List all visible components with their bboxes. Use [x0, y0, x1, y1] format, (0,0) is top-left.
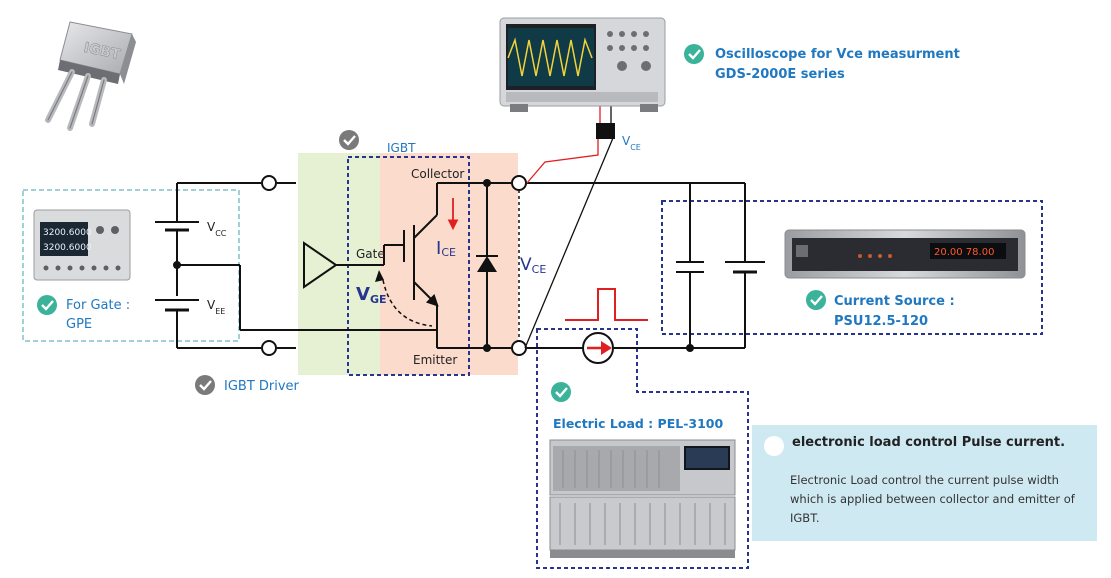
check-icon-gate	[37, 295, 57, 315]
current-meter-symbol	[582, 332, 614, 364]
check-icon-driver	[195, 375, 215, 395]
check-icon-igbt	[339, 130, 359, 150]
vcc-battery-symbol	[155, 221, 199, 232]
vge-arrowhead	[375, 270, 384, 282]
note-title: electronic load control Pulse current.	[792, 435, 1066, 450]
igbt-transistor-symbol	[403, 214, 439, 330]
driver-amplifier-symbol	[303, 241, 338, 289]
oscilloscope-label-line2: GDS-2000E series	[715, 67, 845, 82]
check-icon-current-source	[806, 290, 826, 310]
vge-label: VGE	[356, 284, 386, 306]
vce-main-label: VCE	[520, 255, 546, 276]
emitter-label: Emitter	[413, 353, 457, 367]
psu-power-supply-image: 20.00 78.00	[784, 229, 1026, 279]
igbt-package-label: IGBT	[82, 40, 122, 63]
probe-black-wire	[524, 137, 614, 349]
vge-arc	[382, 279, 433, 327]
gpe-readout-bottom: 3200.6000	[43, 243, 92, 253]
probe-connector	[596, 123, 615, 139]
check-icon-electric-load	[551, 382, 571, 402]
note-bullet-icon	[764, 436, 784, 456]
oscilloscope-image	[499, 17, 666, 112]
psu-readout: 20.00 78.00	[934, 247, 994, 258]
gate-label: Gate	[356, 247, 385, 261]
igbt-label: IGBT	[387, 141, 416, 155]
vee-battery-symbol	[155, 299, 199, 312]
probe-red-wire	[526, 138, 599, 184]
for-gate-label-line2: GPE	[66, 317, 92, 332]
igbt-zone	[380, 153, 518, 375]
igbt-package-icon: IGBT	[45, 21, 136, 131]
check-icon-oscilloscope	[684, 44, 704, 64]
pulse-waveform	[565, 288, 648, 321]
freewheel-diode-symbol	[476, 255, 498, 272]
pel-electronic-load-image	[549, 439, 736, 558]
igbt-driver-label: IGBT Driver	[224, 379, 300, 394]
junction-dots	[173, 179, 694, 352]
electric-load-box	[536, 328, 749, 569]
oscilloscope-label-line1: Oscilloscope for Vce measurment	[715, 47, 960, 62]
current-source-battery-symbol	[725, 261, 765, 274]
note-box: electronic load control Pulse current. E…	[752, 425, 1097, 541]
collector-label: Collector	[411, 167, 464, 181]
current-source-label-line2: PSU12.5-120	[834, 314, 928, 329]
for-gate-label-line1: For Gate :	[66, 298, 130, 313]
gpe-power-supply-image: 3200.6000 3200.6000	[33, 209, 131, 281]
current-source-label-line1: Current Source :	[834, 294, 955, 309]
vce-probe-label: VCE	[622, 134, 641, 152]
note-body: Electronic Load control the current puls…	[790, 473, 1075, 525]
capacitor-symbol	[676, 261, 704, 273]
vcc-label: VCC	[207, 220, 227, 238]
current-source-box	[661, 200, 1043, 335]
vee-label: VEE	[207, 298, 225, 316]
ice-label: ICE	[436, 238, 456, 259]
gpe-readout-top: 3200.6000	[43, 228, 92, 238]
electric-load-label: Electric Load : PEL-3100	[553, 416, 723, 431]
